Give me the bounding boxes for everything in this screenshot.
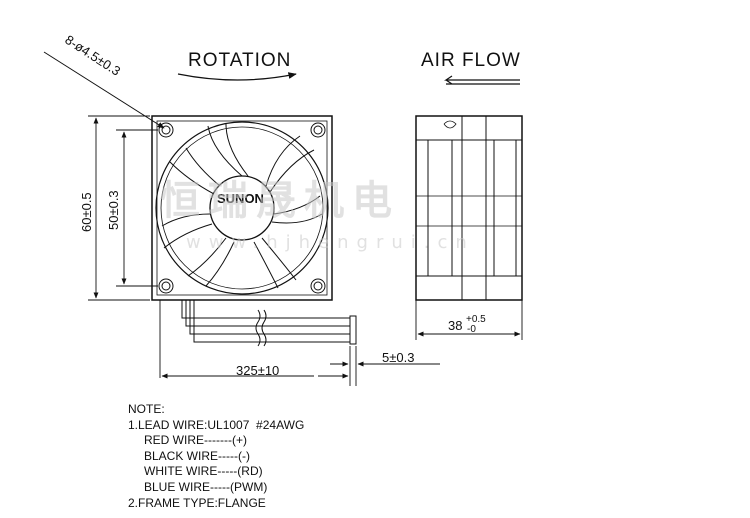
lead-length-dimension: [159, 300, 440, 386]
height-dimensions: [88, 115, 158, 301]
fan-front-view: SUNON: [151, 115, 333, 301]
fan-blades: [161, 123, 323, 289]
fan-side-view: [415, 115, 523, 301]
note-white-wire: WHITE WIRE-----(RD): [144, 464, 263, 479]
air-flow-label: AIR FLOW: [421, 50, 521, 71]
depth-label: 38: [448, 318, 462, 333]
air-flow-arrow: [444, 75, 520, 85]
fan-hub: [209, 175, 275, 241]
height-inner-label: 50±0.3: [106, 190, 121, 230]
lead-length-label: 325±10: [236, 363, 279, 378]
depth-tol-upper: +0.5: [466, 314, 486, 325]
depth-dimension: [415, 300, 523, 340]
mounting-holes: [158, 122, 326, 294]
notes-block: NOTE: 1.LEAD WIRE:UL1007 #24AWG RED WIRE…: [128, 402, 304, 511]
depth-tol-lower: -0: [467, 324, 476, 335]
note-lead-wire: 1.LEAD WIRE:UL1007 #24AWG: [128, 417, 305, 432]
note-black-wire: BLACK WIRE-----(-): [144, 448, 250, 463]
strip-length-label: 5±0.3: [382, 350, 414, 365]
rotation-label: ROTATION: [188, 50, 291, 71]
note-red-wire: RED WIRE-------(+): [144, 433, 247, 448]
note-title: NOTE:: [128, 402, 165, 416]
hole-spec-leader: [43, 51, 165, 129]
height-outer-label: 60±0.5: [79, 192, 94, 232]
lead-wires: [181, 300, 357, 347]
note-blue-wire: BLUE WIRE-----(PWM): [144, 479, 268, 494]
rotation-arrow: [177, 72, 297, 81]
hole-spec-label: 8-ø4.5±0.3: [62, 32, 123, 79]
note-frame-type: 2.FRAME TYPE:FLANGE: [128, 495, 266, 510]
brand-logo: SUNON: [217, 191, 264, 206]
